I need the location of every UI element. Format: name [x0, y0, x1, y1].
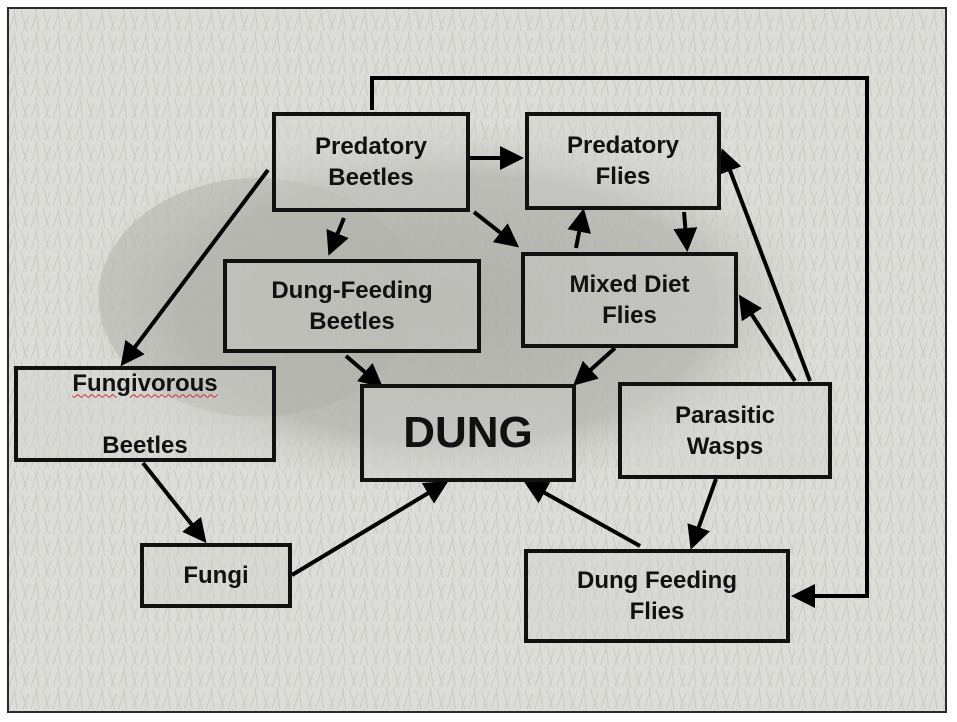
arrow-fungi-to-dung — [292, 483, 445, 575]
arrow-mixedflies-to-dung — [576, 348, 615, 383]
node-mixed-diet-flies: Mixed Diet Flies — [521, 252, 738, 348]
arrow-predbeetles-to-mixedflies — [474, 212, 516, 245]
node-predatory-flies: Predatory Flies — [525, 112, 721, 210]
arrow-wasps-to-mixedflies — [741, 298, 795, 381]
node-fungi: Fungi — [140, 543, 292, 608]
label-predatory-beetles: Predatory Beetles — [315, 131, 427, 193]
node-dung-feeding-flies: Dung Feeding Flies — [524, 549, 790, 643]
arrow-mixedflies-to-predflies — [576, 212, 583, 248]
arrow-dungbeetles-to-dung — [346, 356, 380, 385]
label-fungi: Fungi — [183, 560, 248, 591]
label-predatory-flies: Predatory Flies — [567, 130, 679, 192]
node-parasitic-wasps: Parasitic Wasps — [618, 382, 832, 479]
label-parasitic-wasps: Parasitic Wasps — [675, 400, 775, 462]
label-fungivorous-beetles-line2: Beetles — [72, 430, 217, 461]
arrow-wasps-to-dungflies — [692, 479, 716, 546]
label-fungivorous-beetles-line1: Fungivorous — [72, 368, 217, 399]
label-mixed-diet-flies: Mixed Diet Flies — [569, 269, 689, 331]
label-dung: DUNG — [403, 409, 533, 457]
label-dung-feeding-flies: Dung Feeding Flies — [577, 565, 737, 627]
arrow-predbeetles-to-dungbeetles — [330, 218, 344, 252]
arrow-predflies-to-mixedflies — [684, 212, 687, 248]
arrow-dungflies-to-dung — [527, 483, 640, 546]
node-fungivorous-beetles: Fungivorous Beetles — [14, 366, 276, 462]
node-predatory-beetles: Predatory Beetles — [272, 112, 470, 212]
node-dung: DUNG — [360, 384, 576, 482]
label-dung-feeding-beetles: Dung-Feeding Beetles — [271, 275, 432, 337]
node-dung-feeding-beetles: Dung-Feeding Beetles — [223, 259, 481, 353]
